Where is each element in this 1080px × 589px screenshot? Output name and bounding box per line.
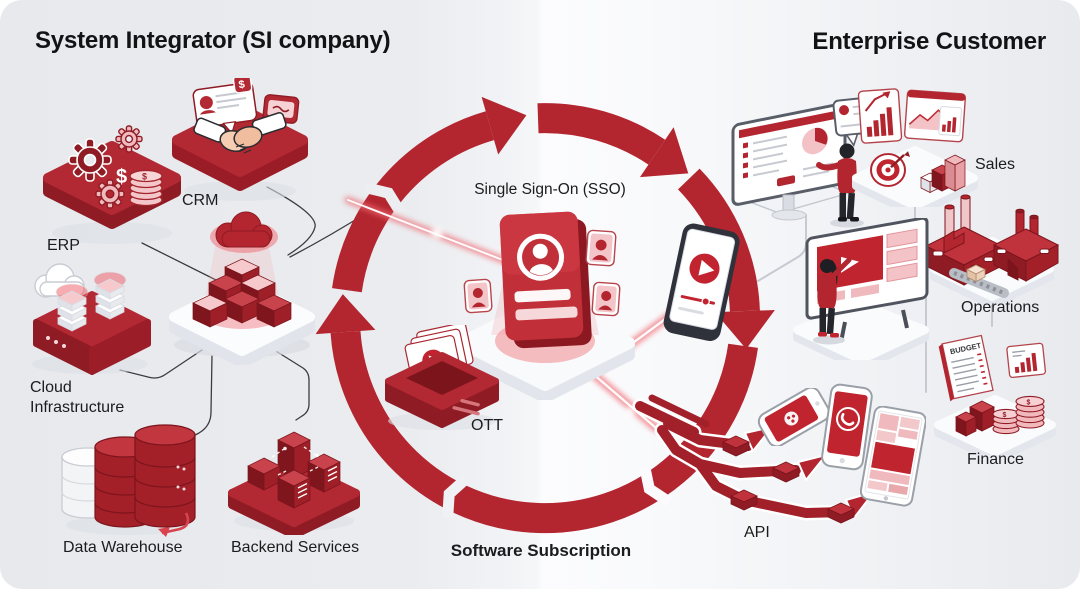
tablet-node xyxy=(859,405,927,515)
call-phone-node xyxy=(818,383,876,483)
app-phone-node xyxy=(755,386,833,451)
crm-label: CRM xyxy=(182,192,219,209)
backend-services-icon xyxy=(228,431,360,539)
sales-label: Sales xyxy=(975,156,1016,173)
employee-desktop-icon xyxy=(731,95,883,228)
user-badge-icon xyxy=(463,278,493,314)
video-player-phone-icon xyxy=(663,223,740,342)
cloud-infrastructure-icon xyxy=(32,263,151,375)
ott-node: OTT xyxy=(378,322,513,440)
left-section-title: System Integrator (SI company) xyxy=(35,27,391,54)
target-icon xyxy=(870,151,910,187)
erp-dollar-glyph: $ xyxy=(116,166,127,188)
app-phone-icon xyxy=(757,386,831,448)
employee-desktop-node xyxy=(725,85,890,235)
cloud-infrastructure-node: Cloud Infrastructure xyxy=(20,250,165,416)
tablet-icon xyxy=(859,405,927,507)
finance-icon: BUDGET $ xyxy=(934,334,1056,464)
cloud-infrastructure-label: Cloud Infrastructure xyxy=(30,379,125,416)
sso-node: Single Sign-On (SSO) xyxy=(435,181,655,405)
data-warehouse-icon xyxy=(61,424,196,537)
data-warehouse-node: Data Warehouse xyxy=(50,405,200,556)
integration-hub-icon xyxy=(169,211,315,368)
user-badge-icon xyxy=(585,229,617,267)
sync-arrow-icon xyxy=(158,512,190,537)
call-phone-icon xyxy=(821,383,873,471)
right-section-title: Enterprise Customer xyxy=(812,28,1046,55)
backend-services-node: Backend Services xyxy=(222,405,367,556)
sso-icon xyxy=(455,211,635,403)
api-pipes xyxy=(632,394,875,524)
person-icon xyxy=(816,143,864,228)
integration-hub-node xyxy=(160,205,325,370)
operations-node: Operations xyxy=(920,185,1065,316)
finance-coin-dollar-2: $ xyxy=(1027,400,1031,407)
crm-node: $ CRM xyxy=(165,74,315,213)
operations-label: Operations xyxy=(961,299,1040,316)
crm-icon: $ xyxy=(172,74,308,201)
coin-stack-icon: $ $ xyxy=(992,395,1045,435)
finance-coin-dollar: $ xyxy=(1003,412,1007,419)
video-player-phone-node xyxy=(650,220,750,355)
finance-node: BUDGET $ xyxy=(930,325,1060,468)
sales-node: Sales xyxy=(850,82,1015,218)
erp-node: $ $ ERP xyxy=(30,120,190,255)
sales-icon xyxy=(852,88,978,218)
crm-dollar-glyph: $ xyxy=(238,79,246,92)
conveyor-icon xyxy=(949,264,1009,298)
sso-label: Single Sign-On (SSO) xyxy=(474,181,626,198)
data-warehouse-label: Data Warehouse xyxy=(63,539,183,556)
ott-label: OTT xyxy=(471,417,503,434)
api-label: API xyxy=(744,524,770,541)
employee-bigscreen-icon xyxy=(793,216,929,372)
person-icon xyxy=(813,257,852,345)
user-badge-icon xyxy=(591,281,621,317)
cloud-icon xyxy=(210,211,278,253)
ott-icon xyxy=(385,322,499,430)
budget-document-icon: BUDGET xyxy=(938,334,994,402)
employee-bigscreen-node xyxy=(775,216,940,372)
coin-dollar-glyph: $ xyxy=(142,172,147,182)
erp-icon: $ $ xyxy=(43,125,181,244)
operations-factory-icon xyxy=(924,194,1060,309)
software-subscription-label: Software Subscription xyxy=(450,541,632,560)
erp-label: ERP xyxy=(47,237,80,254)
backend-services-label: Backend Services xyxy=(231,539,360,556)
finance-label: Finance xyxy=(967,451,1024,468)
